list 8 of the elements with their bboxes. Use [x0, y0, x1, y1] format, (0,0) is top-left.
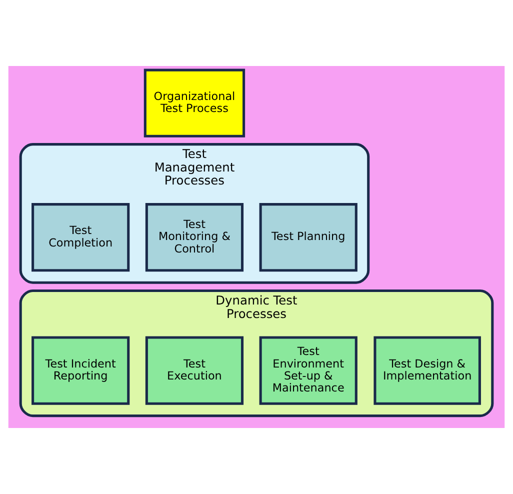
- node-box: Test Environment Set-up & Maintenance: [259, 336, 358, 405]
- node-box: Test Execution: [145, 336, 244, 405]
- node-box: Test Incident Reporting: [32, 336, 130, 405]
- node-box: Test Monitoring & Control: [145, 203, 244, 272]
- node-box: Test Completion: [32, 203, 130, 272]
- node-box: Organizational Test Process: [144, 68, 246, 138]
- node-box: Test Planning: [259, 203, 358, 272]
- node-box: Test Design & Implementation: [374, 336, 481, 405]
